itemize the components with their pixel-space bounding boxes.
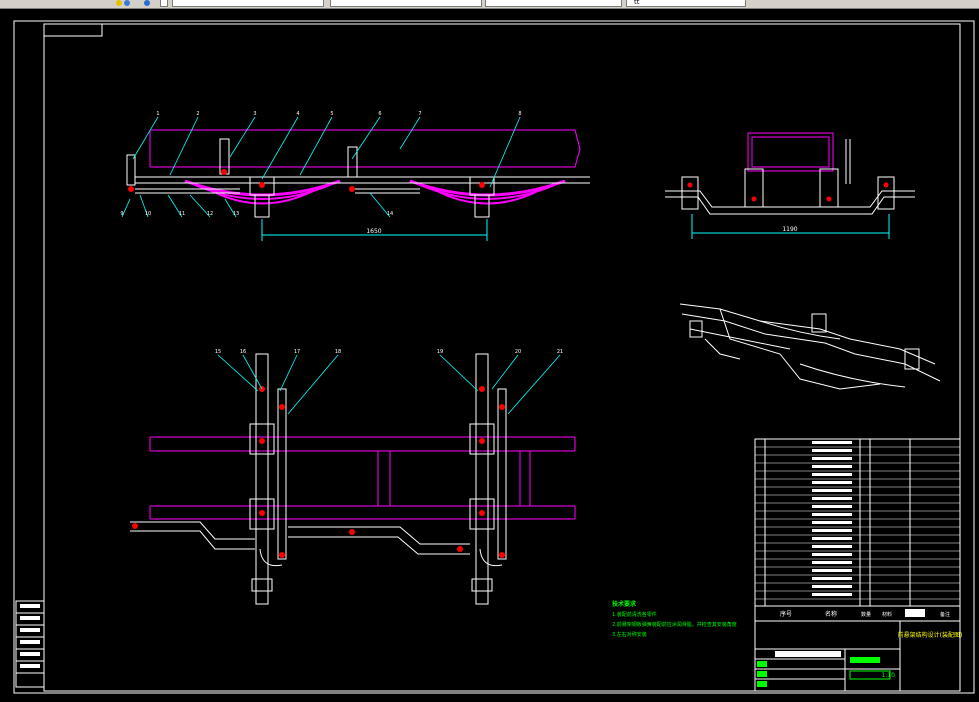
layer-sun-icon[interactable]	[144, 0, 150, 6]
balloon-leader	[439, 354, 479, 392]
bom-cell-fill	[812, 585, 852, 588]
bom-cell-fill	[812, 553, 852, 556]
balloon-leader	[224, 198, 237, 218]
balloon-label: 9	[120, 211, 123, 217]
bom-header-material: 材料	[882, 611, 892, 618]
bom-cell-fill	[812, 497, 852, 500]
balloon-leader	[287, 354, 339, 415]
bom-cell-fill	[812, 529, 852, 532]
layer-color-icon[interactable]	[124, 0, 130, 6]
balloon-leader	[491, 354, 519, 390]
inner-frame	[43, 23, 961, 692]
balloon-leader	[369, 192, 391, 218]
dimension-side-span: 1650	[366, 228, 381, 235]
side-frame-beam	[150, 129, 581, 168]
balloon-leader	[507, 354, 561, 415]
notes-title: 技术要求	[612, 600, 637, 608]
title-block: 序号 名称 数量 材料 备注 前悬架结构设计(装配图) 1:10	[754, 438, 963, 692]
balloon-label: 16	[240, 349, 246, 355]
balloon-label: 1	[156, 111, 159, 117]
layer-dropdown[interactable]	[160, 0, 168, 7]
plan-view	[130, 353, 576, 605]
bom-header-name: 名称	[825, 610, 837, 618]
isometric-view	[679, 303, 941, 390]
corner-box	[43, 23, 103, 37]
bom-cell-fill	[812, 521, 852, 524]
color-dropdown[interactable]	[172, 0, 324, 7]
drawing-title: 前悬架结构设计(装配图)	[898, 631, 963, 639]
balloon-label: 5	[330, 111, 333, 117]
balloon-label: 2	[196, 111, 199, 117]
balloon-label: 4	[296, 111, 299, 117]
plotstyle-dropdown[interactable]	[626, 0, 746, 7]
front-view: 1190	[665, 132, 915, 239]
balloon-label: 11	[179, 211, 185, 217]
balloon-leader	[242, 354, 263, 390]
linetype-dropdown[interactable]	[330, 0, 482, 7]
balloon-label: 12	[207, 211, 213, 217]
technical-notes: 技术要求 1.装配前清洗各零件 2.前悬架钢板弹簧装配前应涂润滑脂，并检查其安装…	[612, 600, 737, 638]
bom-cell-fill	[812, 481, 852, 484]
bom-cell-fill	[812, 577, 852, 580]
bom-cell-fill	[812, 449, 852, 452]
balloon-leader	[261, 116, 299, 180]
balloon-leader	[132, 116, 159, 160]
balloon-label: 20	[515, 349, 521, 355]
balloon-label: 19	[437, 349, 443, 355]
bom-header-remark: 备注	[940, 611, 950, 618]
balloon-label: 14	[387, 211, 393, 217]
balloon-leader	[169, 116, 199, 176]
bom-cell-fill	[812, 537, 852, 540]
balloon-label: 7	[418, 111, 421, 117]
side-view: 1650	[126, 129, 590, 241]
note-2: 2.前悬架钢板弹簧装配前应涂润滑脂，并检查其安装角度	[612, 621, 737, 628]
lineweight-dropdown[interactable]	[485, 0, 622, 7]
cad-toolbar: tt	[0, 0, 979, 9]
balloon-label: 13	[233, 211, 239, 217]
balloon-leader	[279, 354, 298, 392]
bom-cell-fill	[812, 489, 852, 492]
bom-cell-fill	[812, 505, 852, 508]
plotstyle-label: tt	[634, 0, 640, 6]
bom-cell-fill	[812, 441, 852, 444]
balloon-leader	[351, 116, 381, 160]
balloon-label: 6	[378, 111, 381, 117]
note-3: 3.左右对称安装	[612, 631, 647, 638]
note-1: 1.装配前清洗各零件	[612, 611, 657, 618]
balloon-leader	[299, 116, 333, 176]
dimension-front-span: 1190	[782, 226, 797, 233]
bom-cell-fill	[812, 545, 852, 548]
balloon-label: 18	[335, 349, 341, 355]
balloon-leader	[217, 354, 259, 392]
balloon-label: 17	[294, 349, 300, 355]
balloon-leader	[167, 194, 183, 218]
balloon-label: 21	[557, 349, 563, 355]
bom-cell-fill	[812, 513, 852, 516]
balloon-label: 15	[215, 349, 221, 355]
outer-frame	[13, 20, 975, 694]
balloon-label: 3	[253, 111, 256, 117]
balloon-leader	[139, 194, 149, 218]
balloon-leader	[229, 116, 256, 158]
balloon-leader	[489, 116, 521, 188]
bom-header-no: 序号	[780, 610, 792, 618]
scale-value: 1:10	[882, 672, 896, 679]
bom-cell-fill	[812, 457, 852, 460]
bom-cell-fill	[812, 561, 852, 564]
bom-cell-fill	[812, 569, 852, 572]
side-stamp-table	[15, 600, 45, 688]
balloon-leader	[189, 194, 211, 218]
balloon-leader	[121, 198, 131, 218]
bom-header-qty: 数量	[861, 611, 871, 618]
bom-cell-fill	[812, 465, 852, 468]
balloon-label: 8	[518, 111, 521, 117]
layer-bulb-icon[interactable]	[116, 0, 122, 6]
bom-cell-fill	[812, 593, 852, 596]
drawing-canvas[interactable]: 1650 1190	[0, 9, 979, 698]
balloon-leader	[399, 116, 421, 150]
bom-cell-fill	[812, 473, 852, 476]
balloon-label: 10	[145, 211, 151, 217]
drawing-sheet: 1650 1190	[13, 20, 975, 694]
